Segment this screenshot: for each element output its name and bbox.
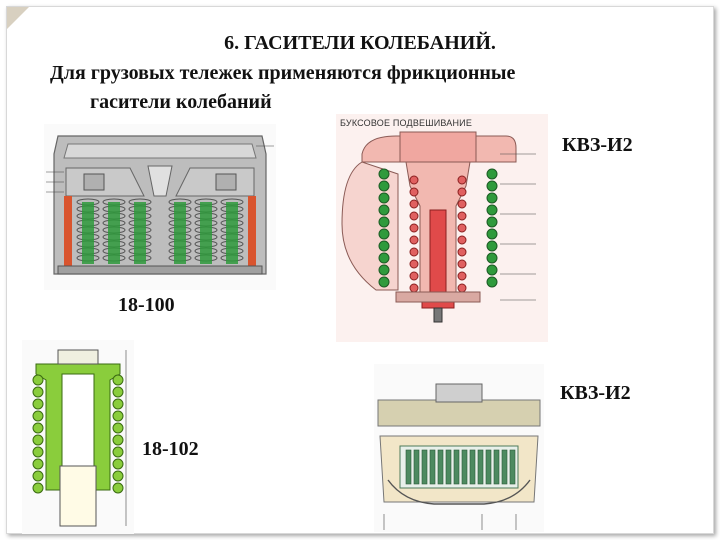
figure-kvz-i2-bottom — [374, 364, 544, 532]
drawing-kvz-i2-bottom — [374, 364, 544, 532]
drawing-kvz-i2-top — [336, 114, 548, 342]
figure-kvz-i2-top: БУКСОВОЕ ПОДВЕШИВАНИЕ — [336, 114, 548, 342]
slide-subtitle-line2: гасители колебаний — [90, 91, 272, 113]
caption-buksovoe: БУКСОВОЕ ПОДВЕШИВАНИЕ — [340, 118, 473, 128]
label-kvz-i2-bottom: КВЗ-И2 — [560, 382, 631, 404]
drawing-18-102 — [22, 340, 134, 534]
slide-subtitle-line1: Для грузовых тележек применяются фрикцио… — [50, 62, 516, 84]
label-18-102: 18-102 — [142, 438, 199, 460]
figure-18-100 — [44, 124, 276, 290]
label-kvz-i2-top: КВЗ-И2 — [562, 134, 633, 156]
slide-title: 6. ГАСИТЕЛИ КОЛЕБАНИЙ. — [224, 32, 496, 54]
corner-decoration — [7, 7, 29, 29]
label-18-100: 18-100 — [118, 294, 175, 316]
figure-18-102 — [22, 340, 134, 534]
drawing-18-100 — [44, 124, 276, 290]
